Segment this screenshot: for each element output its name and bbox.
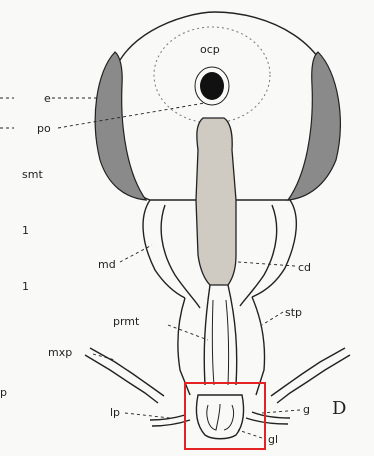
- left-mandible: [161, 205, 200, 308]
- glossa-lobes: [207, 404, 234, 430]
- leader-gl: [238, 430, 262, 438]
- left-stipes: [178, 298, 190, 395]
- leader-g: [262, 410, 300, 413]
- right-maxillary-palp: [271, 348, 350, 403]
- label-md: md: [98, 258, 116, 271]
- leader-mxp: [93, 354, 115, 360]
- leader-md: [120, 245, 152, 262]
- prementum-left: [204, 285, 210, 385]
- label-g: g: [303, 403, 310, 416]
- prementum-inner: [212, 300, 228, 385]
- label-stp: stp: [285, 306, 302, 319]
- occipital-foramen: [200, 72, 224, 100]
- leader-po: [58, 103, 205, 128]
- edge-mark-3: p: [0, 386, 7, 399]
- right-stipes: [252, 297, 265, 395]
- left-maxillary-palp: [85, 348, 164, 403]
- label-ocp: ocp: [200, 43, 220, 56]
- right-labial-palp: [246, 412, 290, 424]
- edge-mark-1: 1: [22, 224, 29, 237]
- leader-lp: [125, 413, 170, 418]
- left-compound-eye: [95, 52, 146, 200]
- label-e: e: [44, 92, 51, 105]
- prementum-right: [228, 285, 237, 385]
- leader-stp: [262, 312, 283, 325]
- label-gl: gl: [268, 433, 278, 446]
- label-prmt: prmt: [113, 315, 140, 328]
- leader-prmt: [168, 325, 208, 340]
- edge-mark-2: 1: [22, 280, 29, 293]
- right-compound-eye: [288, 52, 340, 200]
- label-cd: cd: [298, 261, 311, 274]
- postmentum: [196, 118, 236, 285]
- panel-letter: D: [332, 398, 346, 419]
- label-po: po: [37, 122, 51, 135]
- right-mandible: [240, 205, 277, 306]
- glossae: [196, 395, 243, 439]
- label-mxp: mxp: [48, 346, 72, 359]
- label-lp: lp: [110, 406, 120, 419]
- label-smt: smt: [22, 168, 43, 181]
